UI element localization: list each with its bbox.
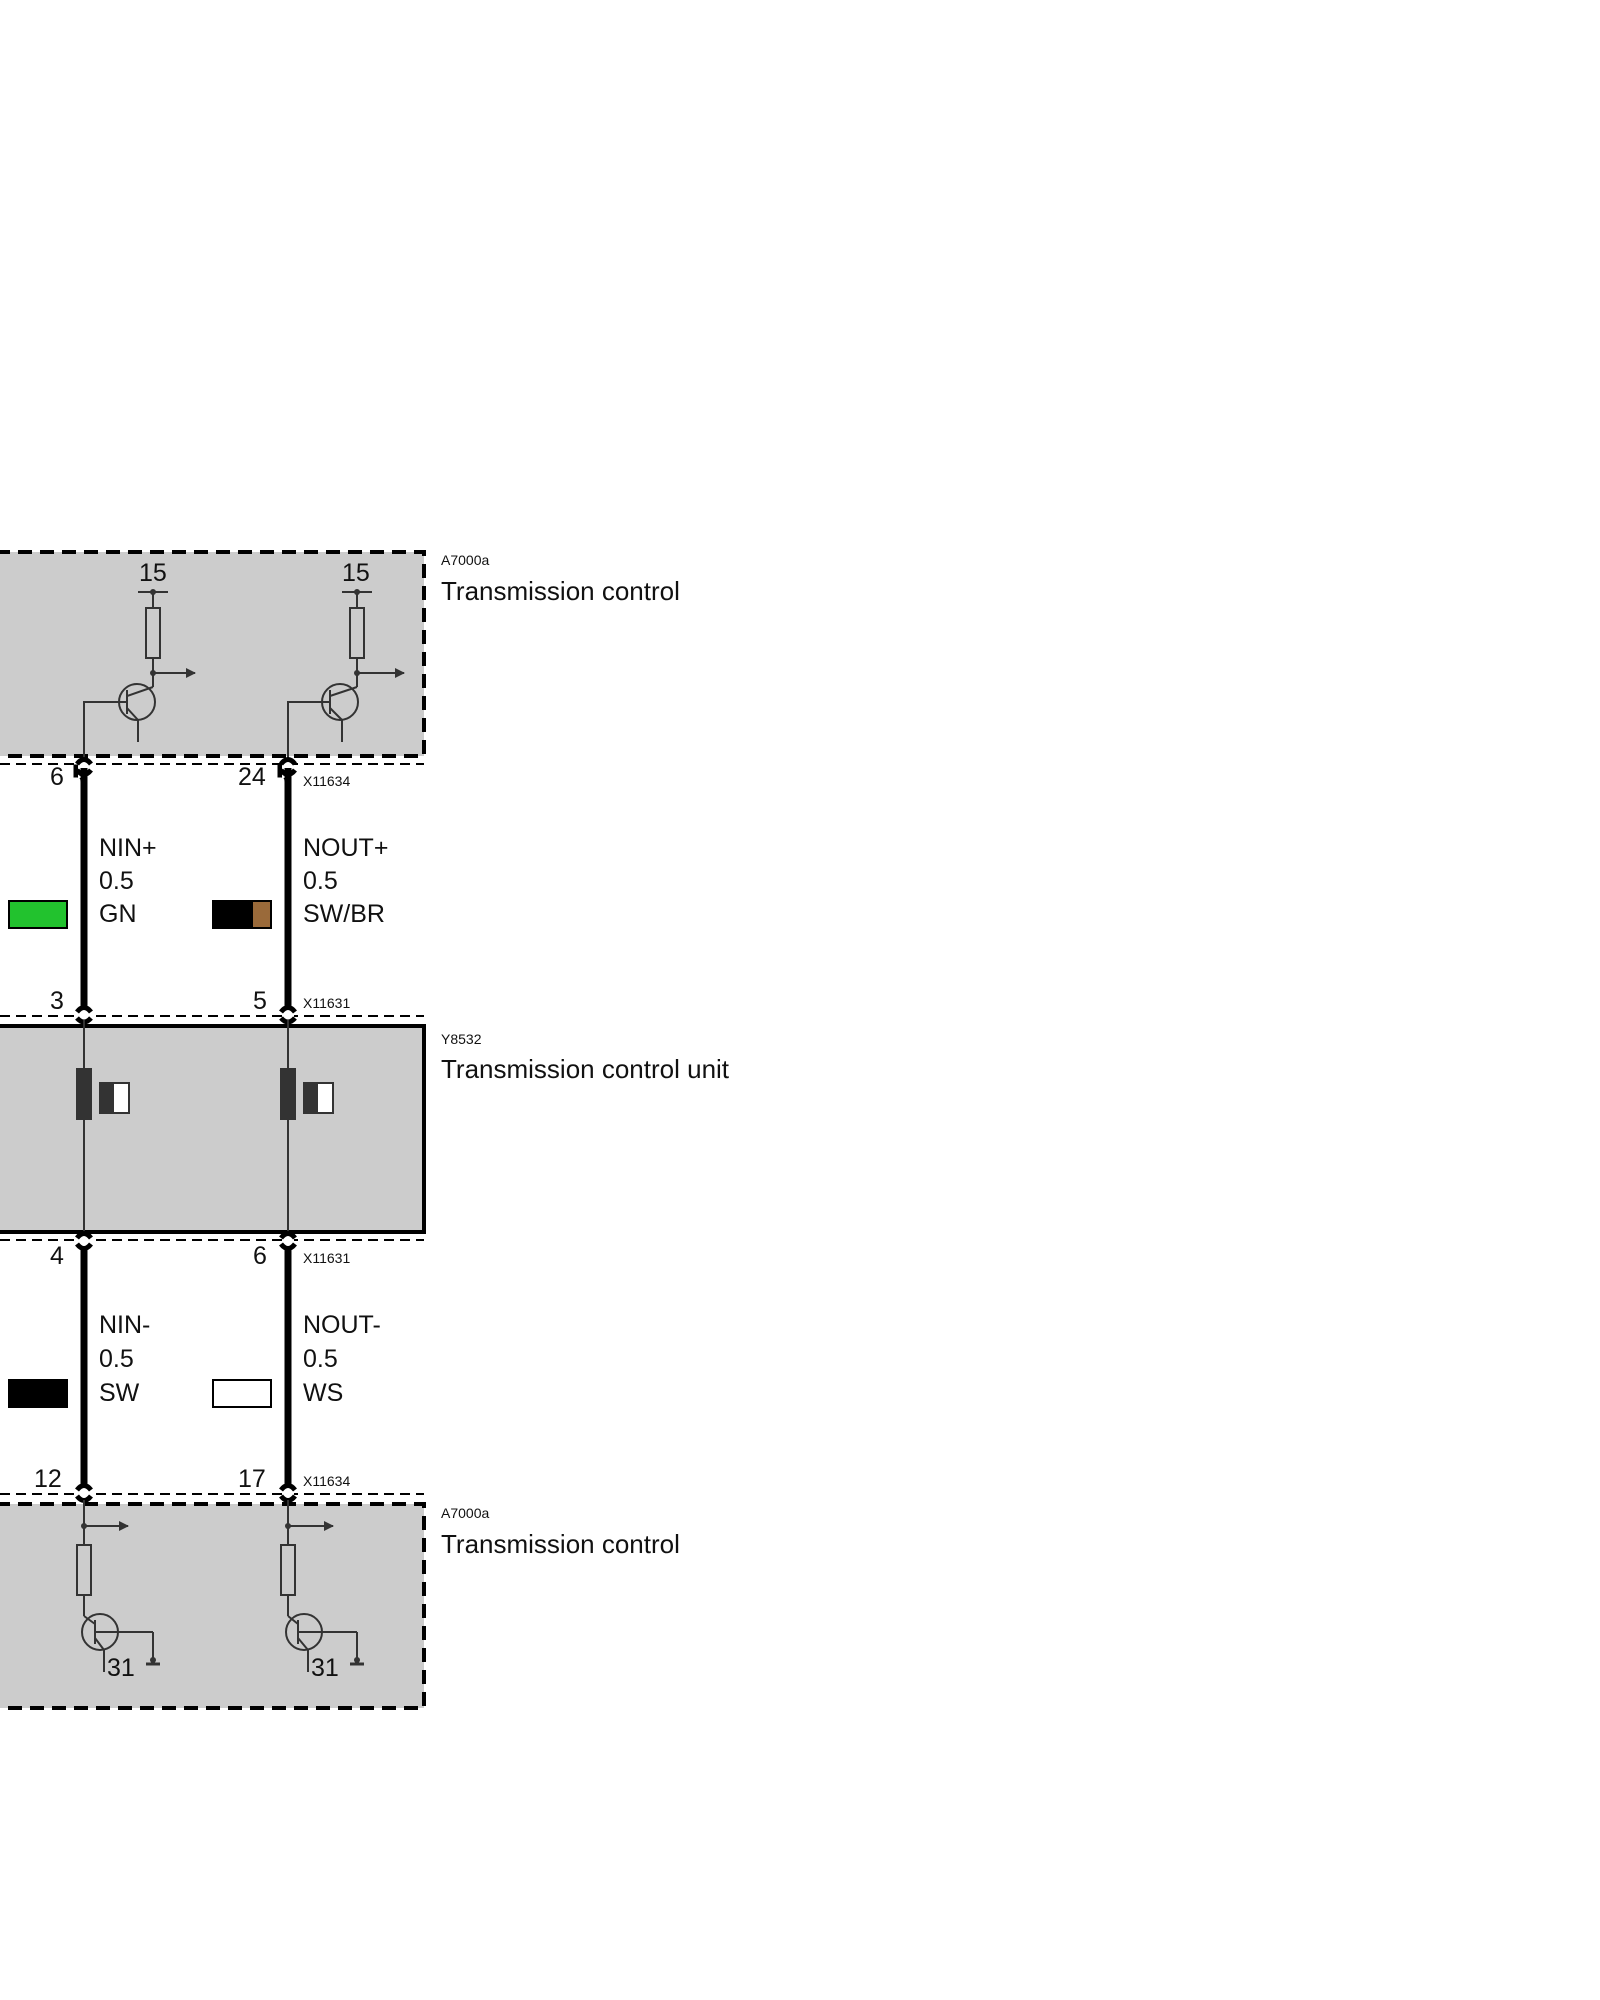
ground-icon [350, 1657, 364, 1666]
wire-color-label: GN [99, 900, 137, 928]
node-dot [150, 589, 156, 595]
wire-signal-label: NOUT+ [303, 834, 388, 862]
hall-sensor-icon [280, 1068, 296, 1120]
pin-number: 12 [34, 1465, 62, 1493]
hall-element-icon [303, 1082, 334, 1114]
hall-sensor-icon [76, 1068, 92, 1120]
ecu-bottom-module [0, 1502, 426, 1710]
wire-signal-label: NIN- [99, 1311, 150, 1339]
ecu-bottom-name: Transmission control [441, 1529, 680, 1559]
supply-terminal-label: 15 [342, 559, 370, 587]
sensor-unit-name: Transmission control unit [441, 1054, 730, 1084]
wire-color-swatch [8, 900, 68, 929]
ecu-top-output-stage-left [83, 591, 196, 760]
ecu-bottom-input-stage-right [280, 1500, 358, 1672]
sensor-unit-code: Y8532 [441, 1031, 482, 1047]
pin-number: 6 [253, 1242, 267, 1270]
wire-color-label: WS [303, 1379, 343, 1407]
wire-color-swatch [212, 1379, 272, 1408]
hall-element-icon [99, 1082, 130, 1114]
node-dot [81, 1523, 87, 1529]
pin-number: 6 [50, 763, 64, 791]
ecu-top-output-stage-right [287, 591, 405, 760]
ecu-top-code: A7000a [441, 552, 489, 568]
wire-size-label: 0.5 [99, 867, 134, 895]
ecu-bottom-input-stage-left [76, 1500, 154, 1672]
node-dot [150, 670, 156, 676]
wire-size-label: 0.5 [303, 867, 338, 895]
wire-color-label: SW [99, 1379, 140, 1407]
pin-number: 4 [50, 1242, 64, 1270]
connector-id: X11631 [303, 995, 350, 1011]
connector-id: X11634 [303, 1473, 350, 1489]
supply-terminal-label: 15 [139, 559, 167, 587]
ecu-top-box [0, 550, 426, 758]
wire-signal-label: NOUT- [303, 1311, 381, 1339]
wire-size-label: 0.5 [99, 1345, 134, 1373]
node-dot [354, 670, 360, 676]
ground-terminal-label: 31 [107, 1654, 135, 1682]
ecu-top-name: Transmission control [441, 576, 680, 606]
node-dot [354, 589, 360, 595]
ground-icon [146, 1657, 160, 1666]
ecu-bottom-code: A7000a [441, 1505, 489, 1521]
ecu-bottom-box [0, 1502, 426, 1710]
connector-id: X11634 [303, 773, 350, 789]
pin-number: 24 [238, 763, 266, 791]
connector-id: X11631 [303, 1250, 350, 1266]
node-dot [285, 1523, 291, 1529]
wire-color-label: SW/BR [303, 900, 385, 928]
wire-color-swatch [212, 900, 272, 929]
sensor-unit-box [0, 1024, 426, 1234]
ecu-top-module [0, 550, 426, 758]
wire-color-swatch [8, 1379, 68, 1408]
wire-signal-label: NIN+ [99, 834, 157, 862]
pin-number: 3 [50, 987, 64, 1015]
pin-number: 17 [238, 1465, 266, 1493]
sensor-unit-module [0, 1020, 426, 1240]
wire-size-label: 0.5 [303, 1345, 338, 1373]
pin-number: 5 [253, 987, 267, 1015]
ground-terminal-label: 31 [311, 1654, 339, 1682]
